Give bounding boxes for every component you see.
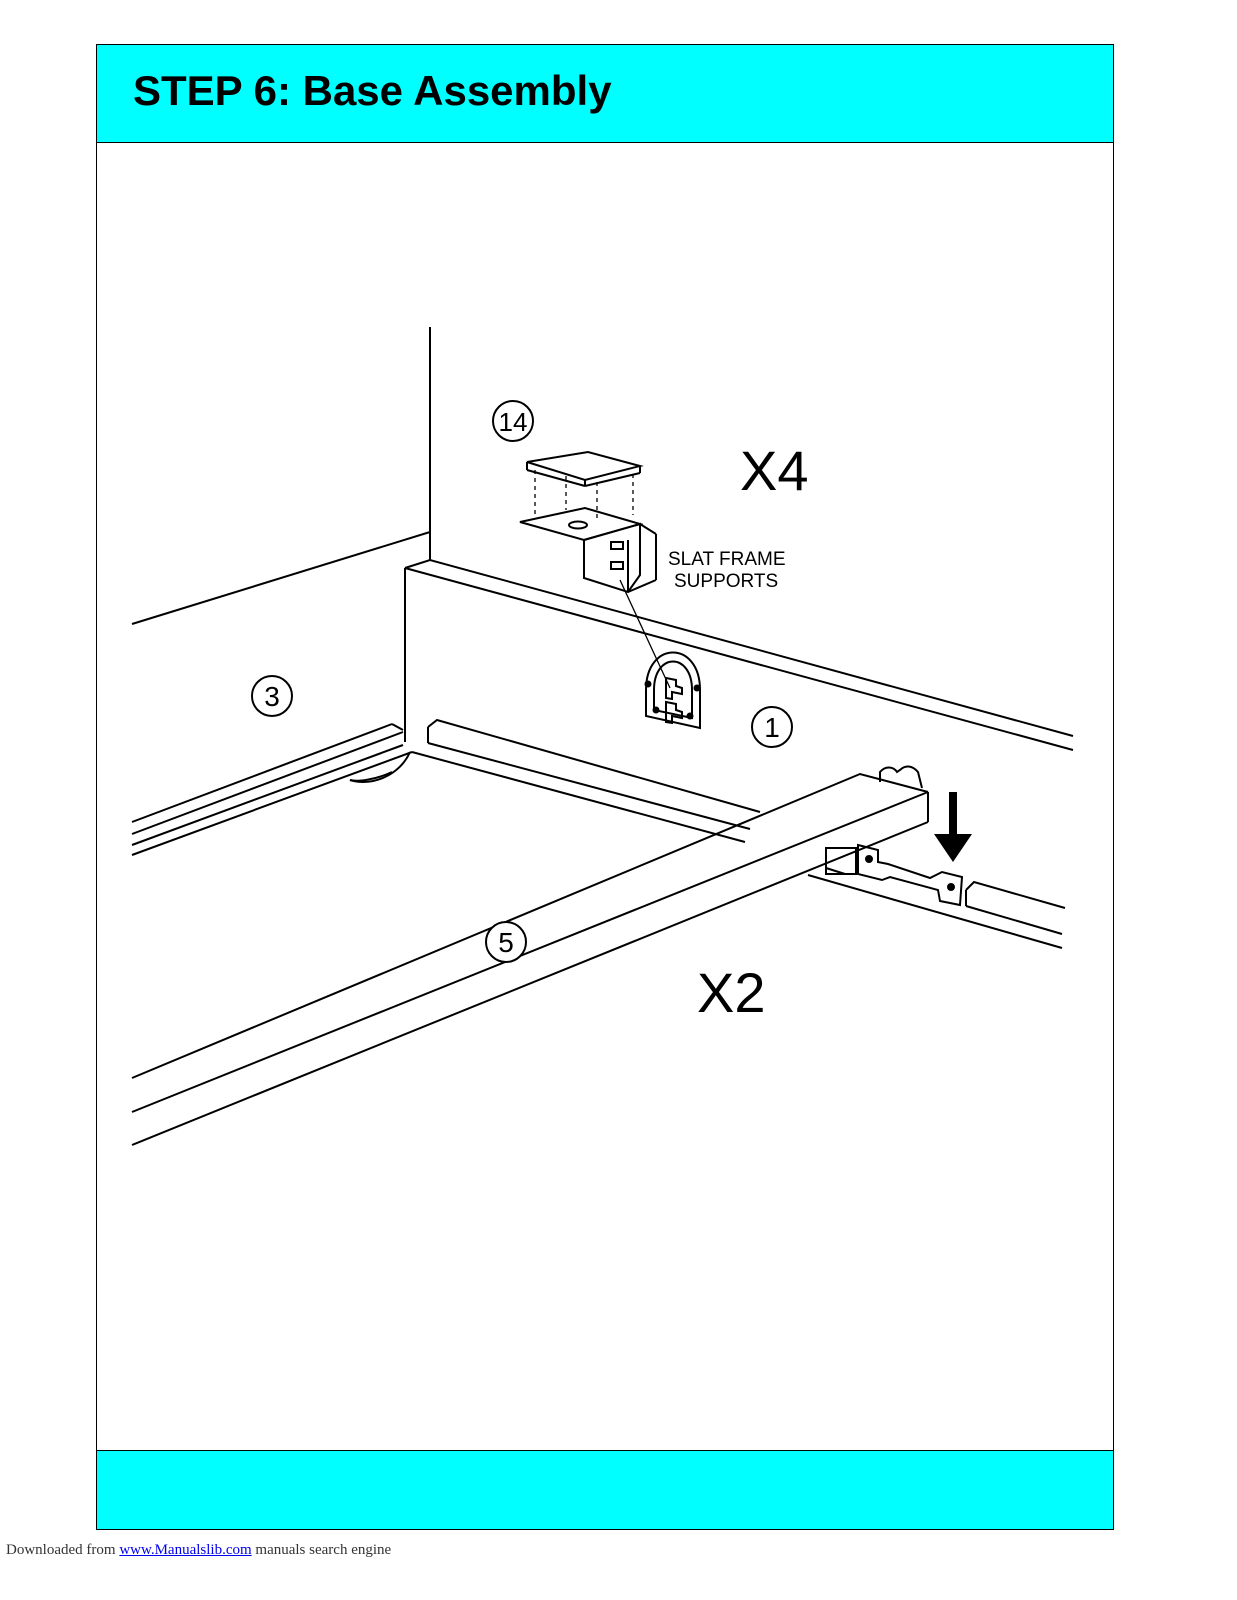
side-rail-3 — [131, 723, 413, 856]
callout-line-2: SUPPORTS — [674, 571, 778, 592]
page-frame: STEP 6: Base Assembly — [96, 44, 1114, 1530]
footer-suffix: manuals search engine — [255, 1542, 392, 1558]
part-1-callout: 1 — [751, 706, 793, 748]
slat-frame-support — [519, 450, 671, 689]
part-1-label: 1 — [764, 712, 780, 743]
assembly-diagram: 14 3 1 5 X4 X2 SLAT FRAME SUPPORTS — [131, 327, 1074, 1146]
part-14-label: 14 — [499, 407, 528, 437]
callout-line-1: SLAT FRAME — [668, 549, 786, 570]
part-14-callout: 14 — [492, 400, 534, 442]
download-footer: Downloaded from www.Manualslib.com manua… — [6, 1542, 391, 1559]
step-title: STEP 6: Base Assembly — [133, 67, 612, 114]
rail-bracket — [825, 765, 964, 907]
down-arrow-icon — [934, 792, 972, 862]
part-5-label: 5 — [498, 927, 514, 958]
manualslib-link[interactable]: www.Manualslib.com — [119, 1542, 252, 1558]
center-rail-5 — [131, 772, 929, 1146]
side-rail-1 — [404, 558, 1074, 751]
part-3-callout: 3 — [251, 675, 293, 717]
part-3-label: 3 — [264, 681, 280, 712]
mounted-plate — [644, 651, 701, 730]
side-panel-top — [131, 531, 431, 625]
footer-band — [97, 1450, 1113, 1529]
supports-quantity: X4 — [740, 439, 809, 502]
rails-quantity: X2 — [697, 961, 766, 1024]
step-header: STEP 6: Base Assembly — [97, 45, 1113, 143]
footer-prefix: Downloaded from — [6, 1542, 116, 1558]
part-5-callout: 5 — [485, 921, 527, 963]
